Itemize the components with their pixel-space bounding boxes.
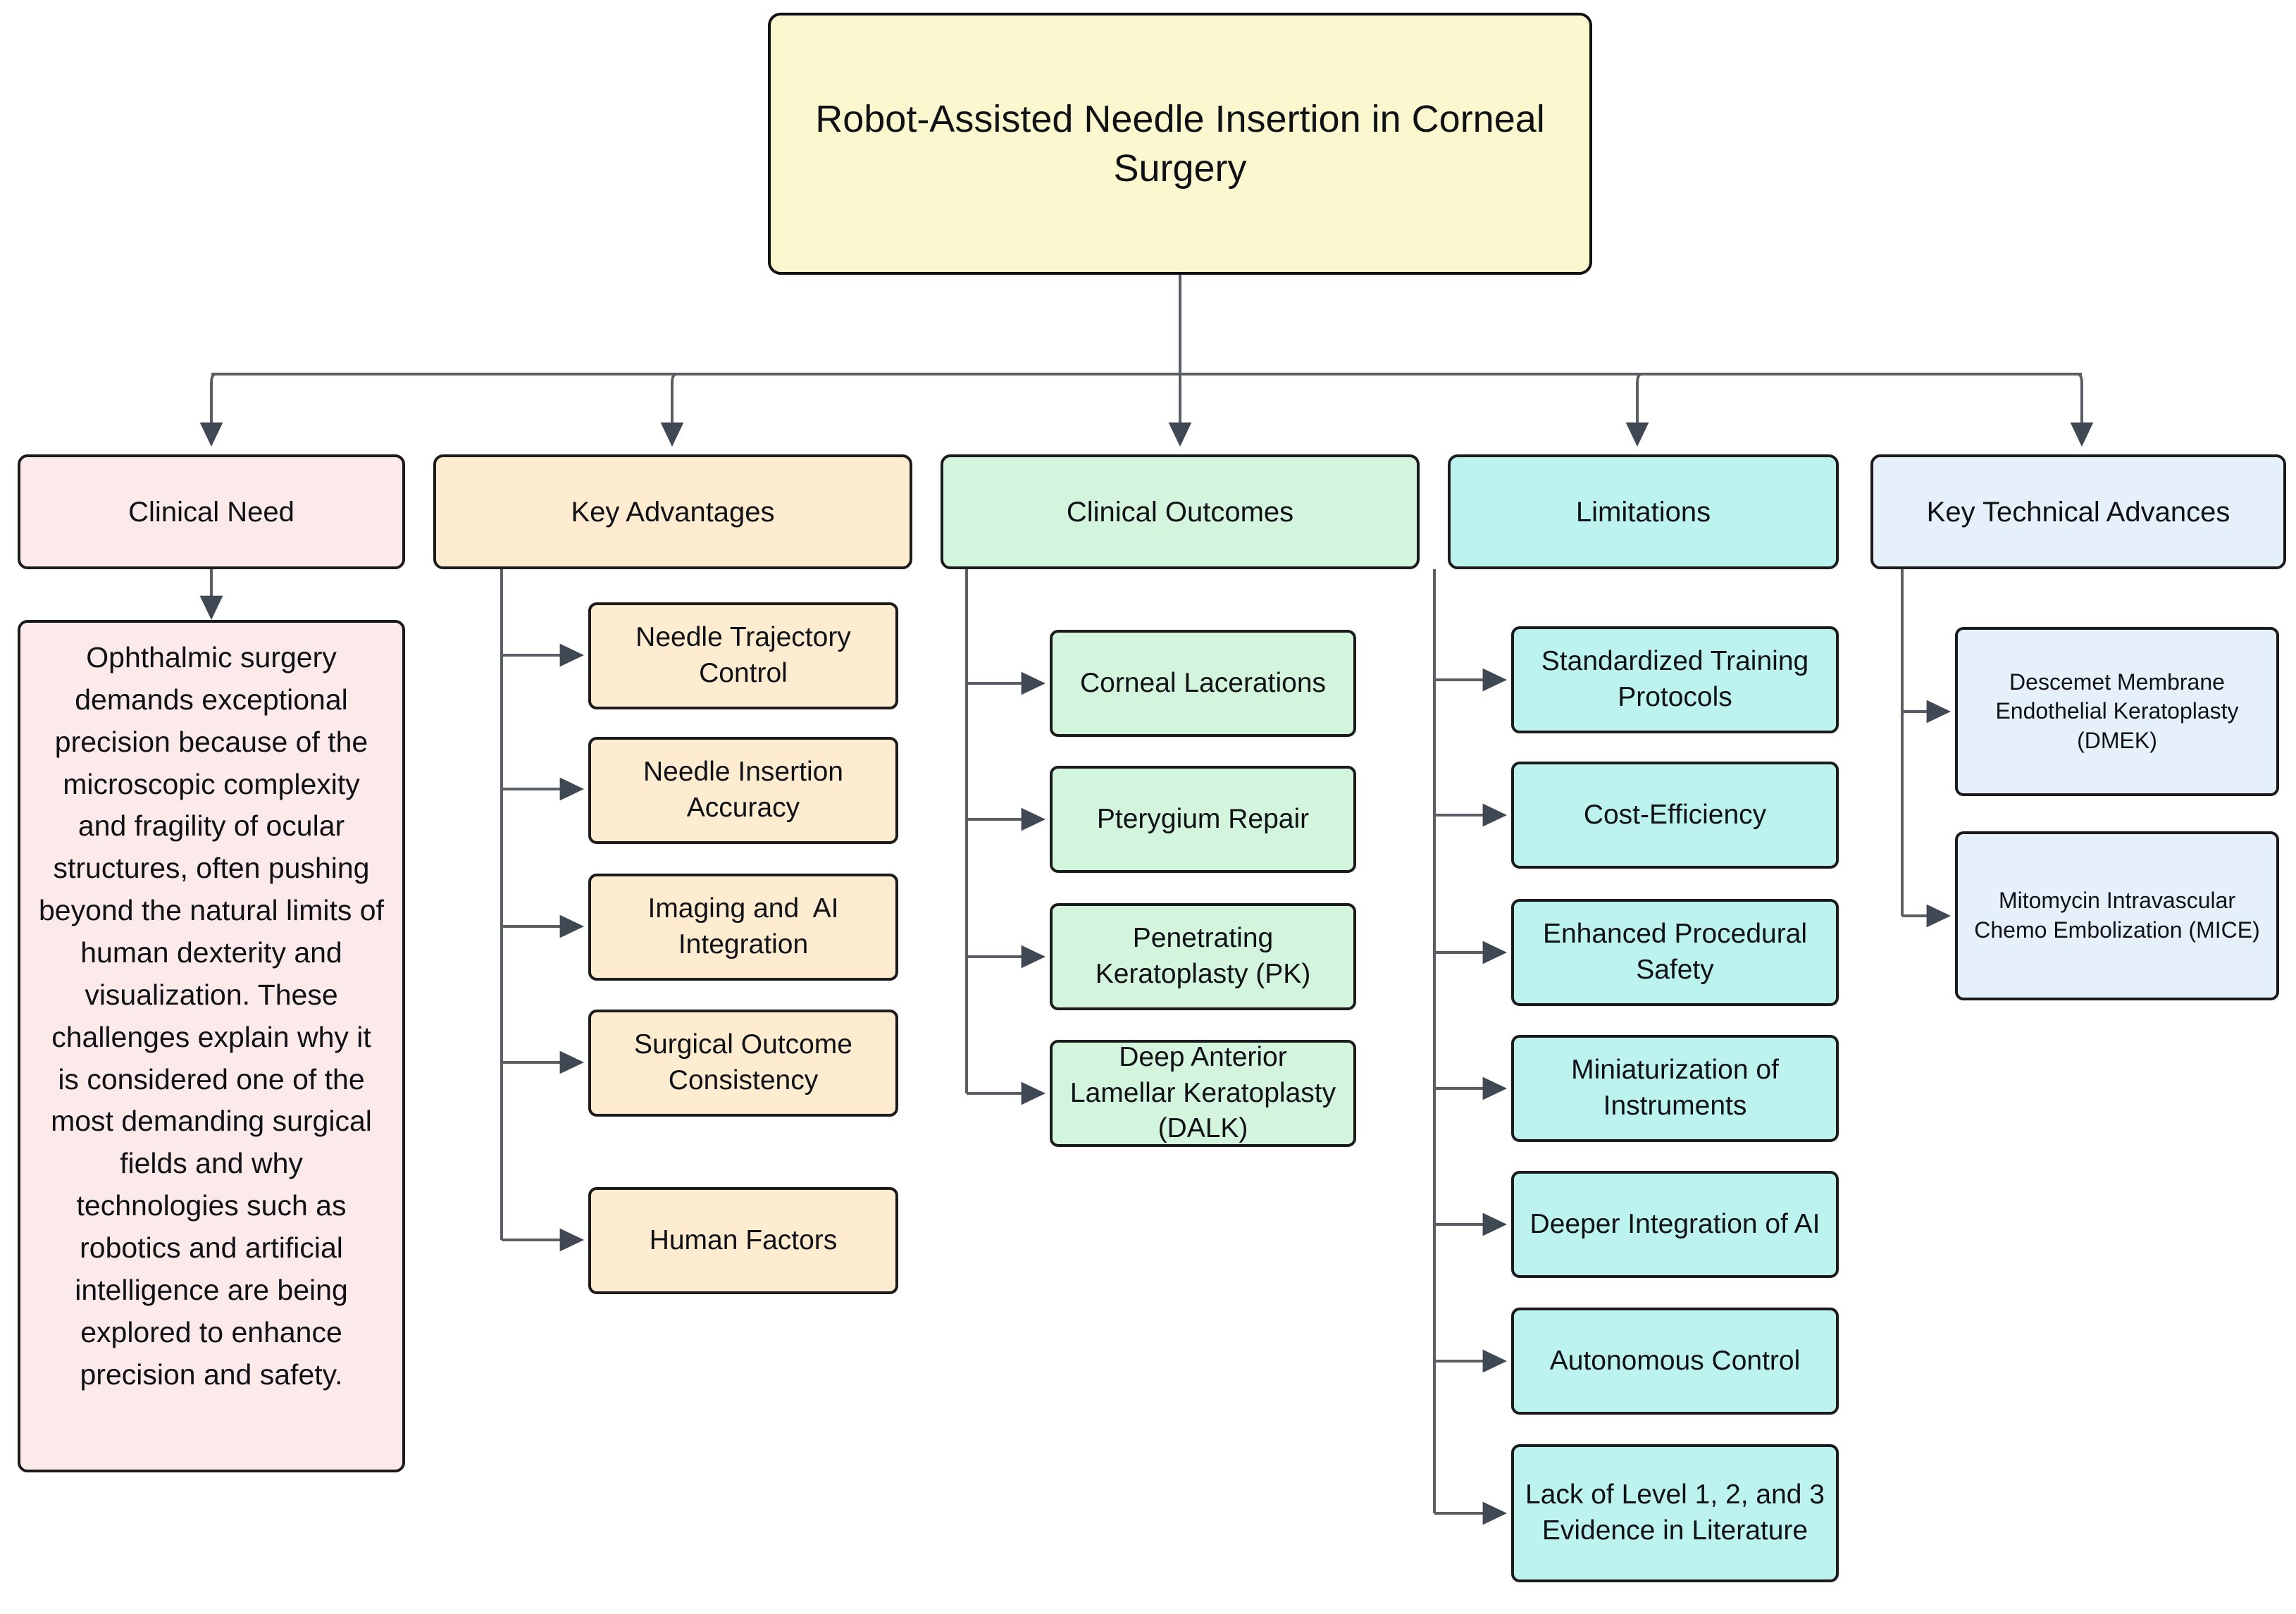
leaf-node-label: Corneal Lacerations <box>1079 667 1327 698</box>
branch-header-limitations[interactable]: Limitations <box>1448 454 1839 569</box>
leaf-node-label: Needle Trajectory Control <box>635 622 859 688</box>
branch-header-label: Clinical Outcomes <box>1066 496 1294 528</box>
leaf-node[interactable]: Lack of Level 1, 2, and 3 Evidence in Li… <box>1511 1444 1839 1582</box>
leaf-node[interactable]: Mitomycin Intravascular Chemo Embolizati… <box>1955 831 2279 1000</box>
clinical-need-paragraph[interactable]: Ophthalmic surgery demands exceptional p… <box>18 620 405 1472</box>
leaf-node-label: Lack of Level 1, 2, and 3 Evidence in Li… <box>1525 1479 1832 1546</box>
leaf-node[interactable]: Pterygium Repair <box>1050 766 1356 873</box>
leaf-node[interactable]: Needle Insertion Accuracy <box>588 737 898 844</box>
leaf-node[interactable]: Penetrating Keratoplasty (PK) <box>1050 903 1356 1010</box>
leaf-node[interactable]: Deeper Integration of AI <box>1511 1171 1839 1278</box>
leaf-node-label: Mitomycin Intravascular Chemo Embolizati… <box>1974 888 2260 943</box>
leaf-node[interactable]: Deep Anterior Lamellar Keratoplasty (DAL… <box>1050 1040 1356 1147</box>
leaf-node[interactable]: Human Factors <box>588 1187 898 1294</box>
leaf-node-label: Deep Anterior Lamellar Keratoplasty (DAL… <box>1069 1041 1344 1144</box>
branch-header-label: Limitations <box>1575 496 1711 528</box>
leaf-node-label: Pterygium Repair <box>1096 803 1310 834</box>
branch-header-clinical-outcomes[interactable]: Clinical Outcomes <box>941 454 1420 569</box>
leaf-node-label: Penetrating Keratoplasty (PK) <box>1095 923 1311 989</box>
leaf-node[interactable]: Standardized Training Protocols <box>1511 626 1839 733</box>
leaf-node[interactable]: Surgical Outcome Consistency <box>588 1010 898 1117</box>
leaf-node-label: Imaging and AI Integration <box>647 893 847 960</box>
branch-header-clinical-need[interactable]: Clinical Need <box>18 454 405 569</box>
leaf-node-label: Surgical Outcome Consistency <box>634 1029 860 1095</box>
leaf-node[interactable]: Enhanced Procedural Safety <box>1511 899 1839 1006</box>
leaf-node-label: Cost-Efficiency <box>1583 799 1767 830</box>
leaf-node-label: Deeper Integration of AI <box>1529 1208 1820 1239</box>
leaf-node-label: Standardized Training Protocols <box>1541 646 1817 712</box>
branch-header-label: Key Technical Advances <box>1926 496 2230 528</box>
leaf-node-label: Needle Insertion Accuracy <box>643 757 850 823</box>
leaf-node[interactable]: Descemet Membrane Endothelial Keratoplas… <box>1955 627 2279 796</box>
branch-header-label: Key Advantages <box>571 496 775 528</box>
leaf-node[interactable]: Corneal Lacerations <box>1050 630 1356 737</box>
branch-header-key-technical-advances[interactable]: Key Technical Advances <box>1870 454 2286 569</box>
root-node[interactable]: Robot-Assisted Needle Insertion in Corne… <box>768 13 1592 275</box>
leaf-node[interactable]: Imaging and AI Integration <box>588 874 898 981</box>
branch-header-label: Clinical Need <box>128 496 294 528</box>
leaf-node-label: Miniaturization of Instruments <box>1571 1055 1787 1121</box>
leaf-node[interactable]: Autonomous Control <box>1511 1308 1839 1415</box>
leaf-node-label: Enhanced Procedural Safety <box>1542 919 1815 985</box>
clinical-need-paragraph-text: Ophthalmic surgery demands exceptional p… <box>39 641 392 1391</box>
leaf-node[interactable]: Cost-Efficiency <box>1511 762 1839 869</box>
branch-header-key-advantages[interactable]: Key Advantages <box>433 454 912 569</box>
leaf-node-label: Human Factors <box>649 1224 838 1255</box>
leaf-node-label: Descemet Membrane Endothelial Keratoplas… <box>1995 669 2245 753</box>
leaf-node[interactable]: Miniaturization of Instruments <box>1511 1035 1839 1142</box>
root-node-label: Robot-Assisted Needle Insertion in Corne… <box>815 97 1556 190</box>
leaf-node[interactable]: Needle Trajectory Control <box>588 602 898 709</box>
leaf-node-label: Autonomous Control <box>1549 1345 1801 1376</box>
